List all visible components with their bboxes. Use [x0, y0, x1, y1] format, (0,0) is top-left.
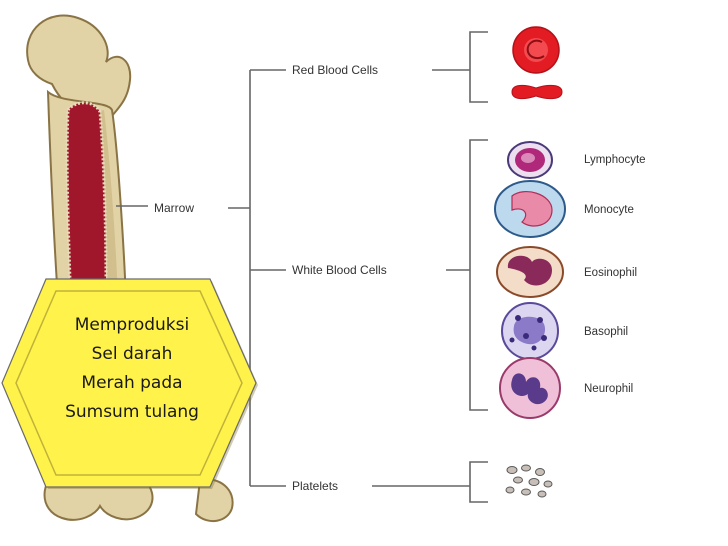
platelets-label: Platelets [292, 479, 338, 493]
monocyte-cell [494, 180, 566, 238]
callout-line-2: Sel darah [91, 344, 173, 364]
callout-text: Memproduksi Sel darah Merah pada Sumsum … [30, 311, 234, 427]
platelets-cluster [505, 464, 553, 498]
red-blood-cell-face [512, 26, 560, 74]
neutrophil-cell [499, 357, 561, 419]
condyle-right [194, 478, 234, 523]
basophil-cell [501, 302, 559, 360]
eosinophil-label: Eosinophil [584, 267, 637, 279]
marrow-cavity [65, 101, 108, 282]
neurophil-label: Neurophil [584, 383, 633, 395]
callout-line-3: Merah pada [81, 373, 183, 393]
red-cells-bracket [469, 31, 488, 103]
basophil-label: Basophil [584, 326, 628, 338]
red-blood-cells-label: Red Blood Cells [292, 63, 378, 77]
white-blood-cells-label: White Blood Cells [292, 263, 387, 277]
callout-hexagon [1, 278, 258, 489]
lymphocyte-cell [507, 141, 553, 179]
lymphocyte-label: Lymphocyte [584, 154, 646, 166]
connector-lines [116, 31, 488, 503]
callout-line-4: Sumsum tulang [65, 402, 199, 422]
monocyte-label: Monocyte [584, 204, 634, 216]
marrow-label: Marrow [154, 201, 194, 215]
eosinophil-cell [496, 246, 564, 298]
red-blood-cell-side [511, 84, 563, 100]
platelets-bracket [469, 461, 488, 503]
femur-head [26, 14, 132, 120]
callout-line-1: Memproduksi [74, 315, 190, 335]
white-cells-bracket [469, 139, 488, 411]
